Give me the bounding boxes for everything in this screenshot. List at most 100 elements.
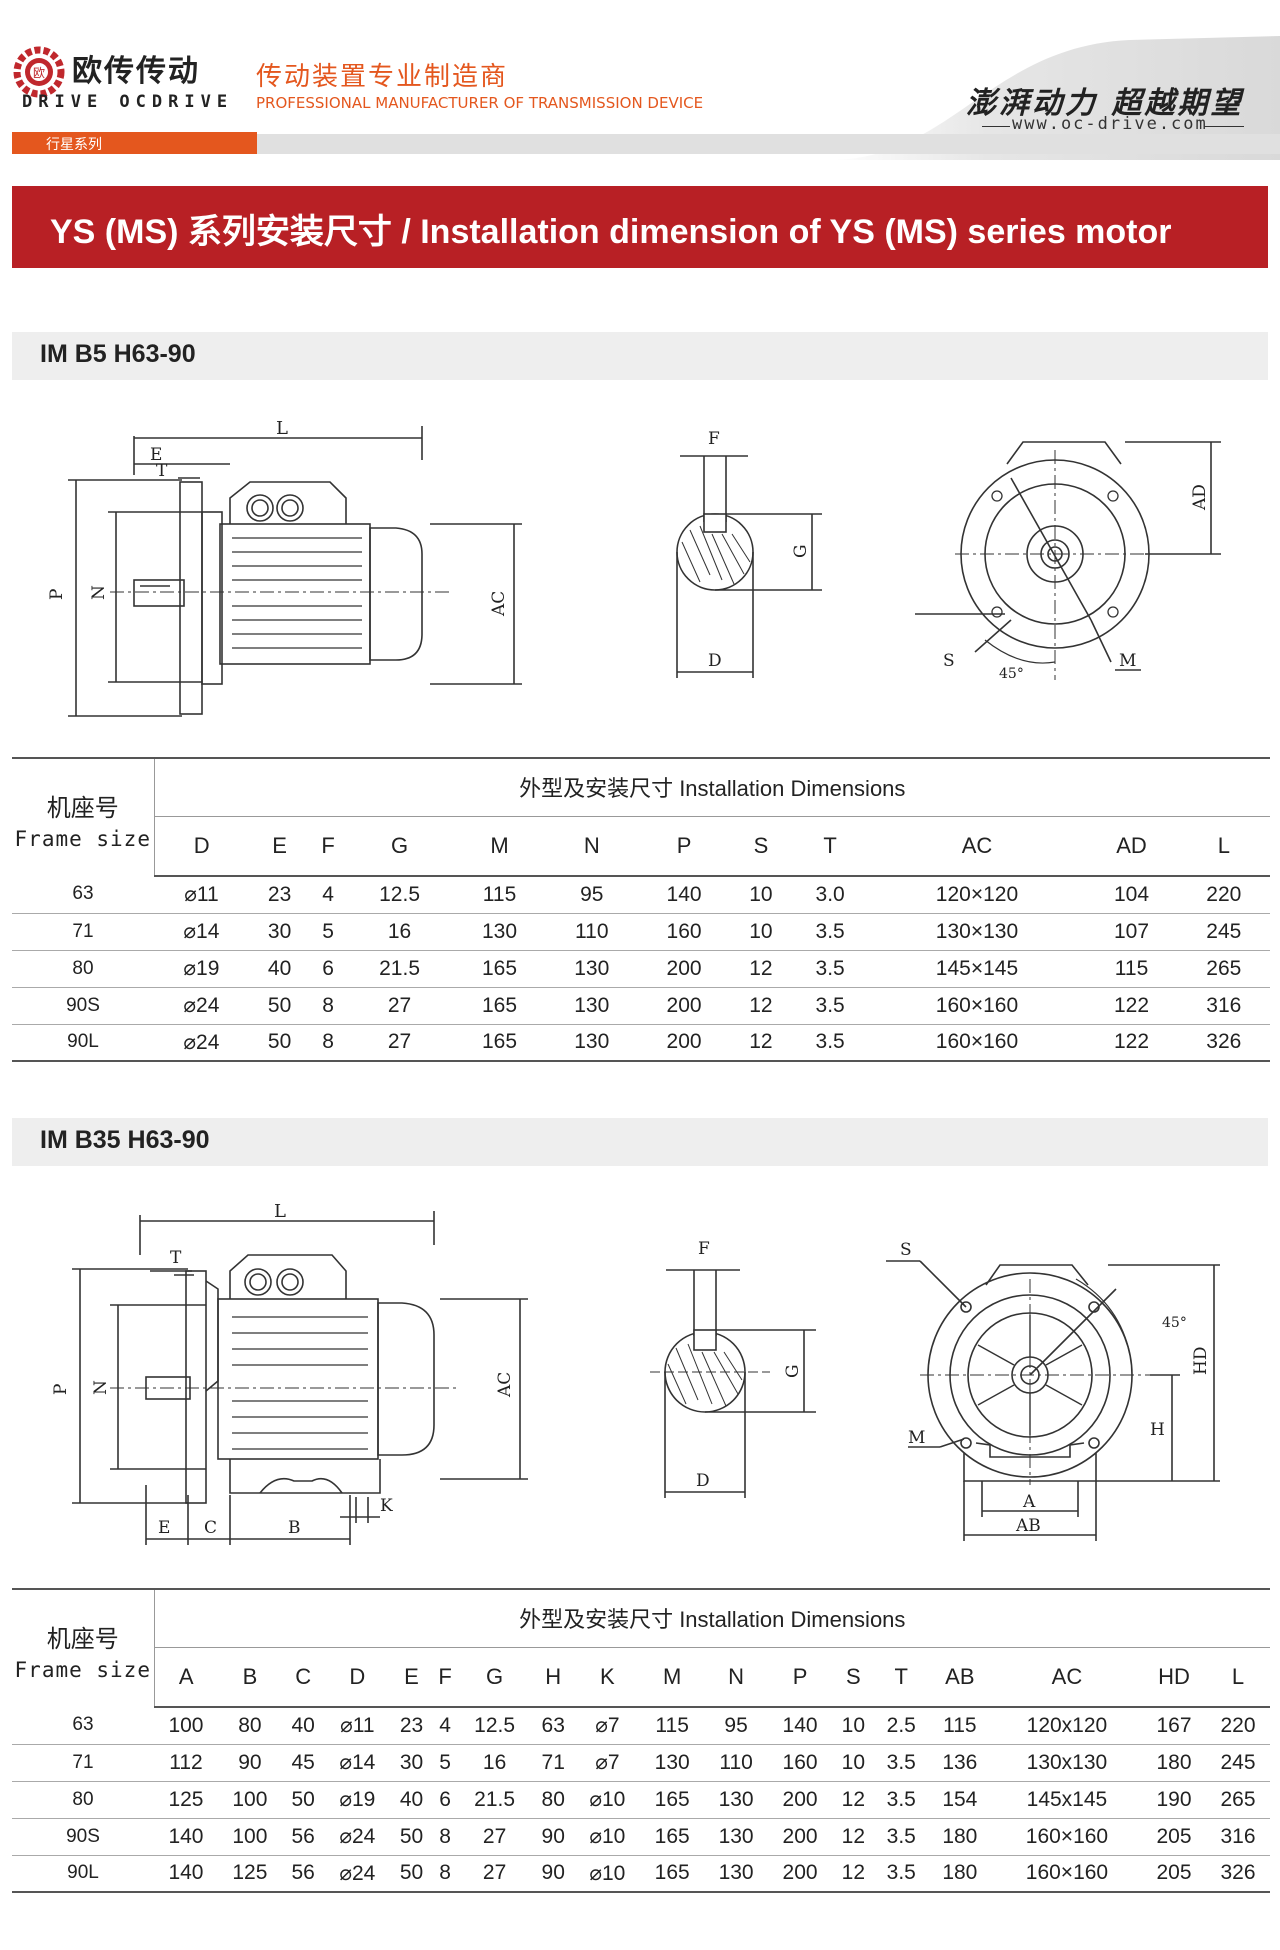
table-cell: 23	[390, 1707, 433, 1745]
column-header: S	[730, 816, 792, 877]
tagline-en: PROFESSIONAL MANUFACTURER OF TRANSMISSIO…	[256, 94, 704, 112]
divider	[1204, 126, 1244, 127]
section-heading-b5: IM B5 H63-90	[12, 332, 1268, 380]
table-title: 外型及安装尺寸 Installation Dimensions	[154, 758, 1270, 817]
slogan-background	[830, 36, 1280, 160]
table-cell: 23	[248, 876, 311, 914]
table-cell: 180	[927, 1855, 992, 1893]
table-cell: 120×120	[868, 876, 1086, 914]
table-cell: 160×160	[868, 987, 1086, 1025]
table-cell: 200	[768, 1855, 833, 1893]
label-angle-45: 45°	[999, 666, 1024, 682]
table-cell: 165	[640, 1855, 705, 1893]
label-C: C	[204, 1518, 217, 1538]
table-cell: 140	[768, 1707, 833, 1745]
table-cell: 165	[640, 1818, 705, 1856]
table-cell: 3.5	[874, 1855, 928, 1893]
series-bar	[257, 134, 1280, 154]
table-cell: 56	[281, 1855, 325, 1893]
shaft-section-b35: F G D	[650, 1239, 830, 1504]
table-cell: 6	[310, 950, 346, 988]
column-header: D	[324, 1647, 391, 1708]
table-cell: 56	[281, 1818, 325, 1856]
table-cell: 50	[248, 987, 311, 1025]
label-B: B	[288, 1518, 301, 1538]
table-cell: 125	[154, 1781, 218, 1819]
table-cell: 3.5	[791, 1024, 869, 1062]
label-N: N	[89, 585, 109, 600]
label-N: N	[91, 1380, 111, 1395]
table-cell: 21.5	[345, 950, 454, 988]
table-cell: 10	[832, 1707, 875, 1745]
table-cell: 8	[432, 1818, 458, 1856]
column-header: B	[217, 1647, 282, 1708]
tagline-cn: 传动装置专业制造商	[256, 62, 509, 92]
table-cell: 136	[927, 1744, 992, 1782]
label-L: L	[274, 1201, 286, 1222]
column-header: P	[637, 816, 731, 877]
motor-side-view-b35: L T P N AC E C B K	[50, 1201, 550, 1559]
column-header: AD	[1085, 816, 1178, 877]
frame-size-cell: 63	[12, 1707, 154, 1745]
table-cell: 160×160	[868, 1024, 1086, 1062]
table-cell: 95	[545, 876, 638, 914]
table-cell: 200	[768, 1781, 833, 1819]
frame-size-label-cn: 机座号	[46, 1626, 119, 1653]
label-S: S	[900, 1240, 912, 1260]
frame-size-label-cn: 机座号	[46, 795, 119, 822]
table-cell: 165	[453, 1024, 546, 1062]
table-cell: ⌀19	[154, 950, 249, 988]
table-cell: 316	[1177, 987, 1270, 1025]
table-cell: 326	[1177, 1024, 1270, 1062]
series-tab[interactable]: 行星系列	[12, 132, 257, 154]
table-cell: 110	[704, 1744, 769, 1782]
column-header: D	[154, 816, 249, 877]
table-cell: 5	[310, 913, 346, 951]
table-cell: 154	[927, 1781, 992, 1819]
table-cell: 45	[281, 1744, 325, 1782]
table-cell: 50	[281, 1781, 325, 1819]
brand-name-cn: 欧传传动	[72, 54, 200, 89]
table-cell: 160×160	[991, 1855, 1143, 1893]
table-cell: ⌀11	[154, 876, 249, 914]
column-header: F	[310, 816, 346, 877]
table-cell: 115	[453, 876, 546, 914]
label-AC: AC	[489, 591, 509, 617]
table-cell: 8	[310, 1024, 346, 1062]
table-cell: 130	[545, 987, 638, 1025]
column-header: C	[281, 1647, 325, 1708]
table-cell: 10	[832, 1744, 875, 1782]
frame-size-cell: 71	[12, 1744, 154, 1782]
table-cell: 205	[1142, 1818, 1206, 1856]
table-cell: 115	[927, 1707, 992, 1745]
column-header: M	[640, 1647, 705, 1708]
table-cell: 2.5	[874, 1707, 928, 1745]
table-cell: 12	[730, 1024, 792, 1062]
column-header: H	[531, 1647, 575, 1708]
table-column-headers: D E F G M N P S T AC AD L	[12, 816, 1270, 877]
table-cell: 3.5	[874, 1781, 928, 1819]
table-cell: 140	[637, 876, 731, 914]
table-cell: ⌀24	[324, 1855, 391, 1893]
table-cell: 3.5	[791, 950, 869, 988]
table-cell: 40	[248, 950, 311, 988]
table-cell: 130	[640, 1744, 705, 1782]
table-cell: 100	[217, 1781, 282, 1819]
table-cell: 10	[730, 913, 792, 951]
label-AB: AB	[1015, 1516, 1041, 1536]
table-cell: 112	[154, 1744, 218, 1782]
website-link[interactable]: www.oc-drive.com	[1012, 114, 1208, 134]
table-cell: 30	[390, 1744, 433, 1782]
table-cell: 4	[432, 1707, 458, 1745]
table-cell: 3.0	[791, 876, 869, 914]
table-cell: 110	[545, 913, 638, 951]
column-header: E	[248, 816, 311, 877]
table-cell: ⌀10	[574, 1855, 641, 1893]
table-cell: 71	[531, 1744, 575, 1782]
label-S: S	[943, 651, 955, 671]
table-cell: 104	[1085, 876, 1178, 914]
